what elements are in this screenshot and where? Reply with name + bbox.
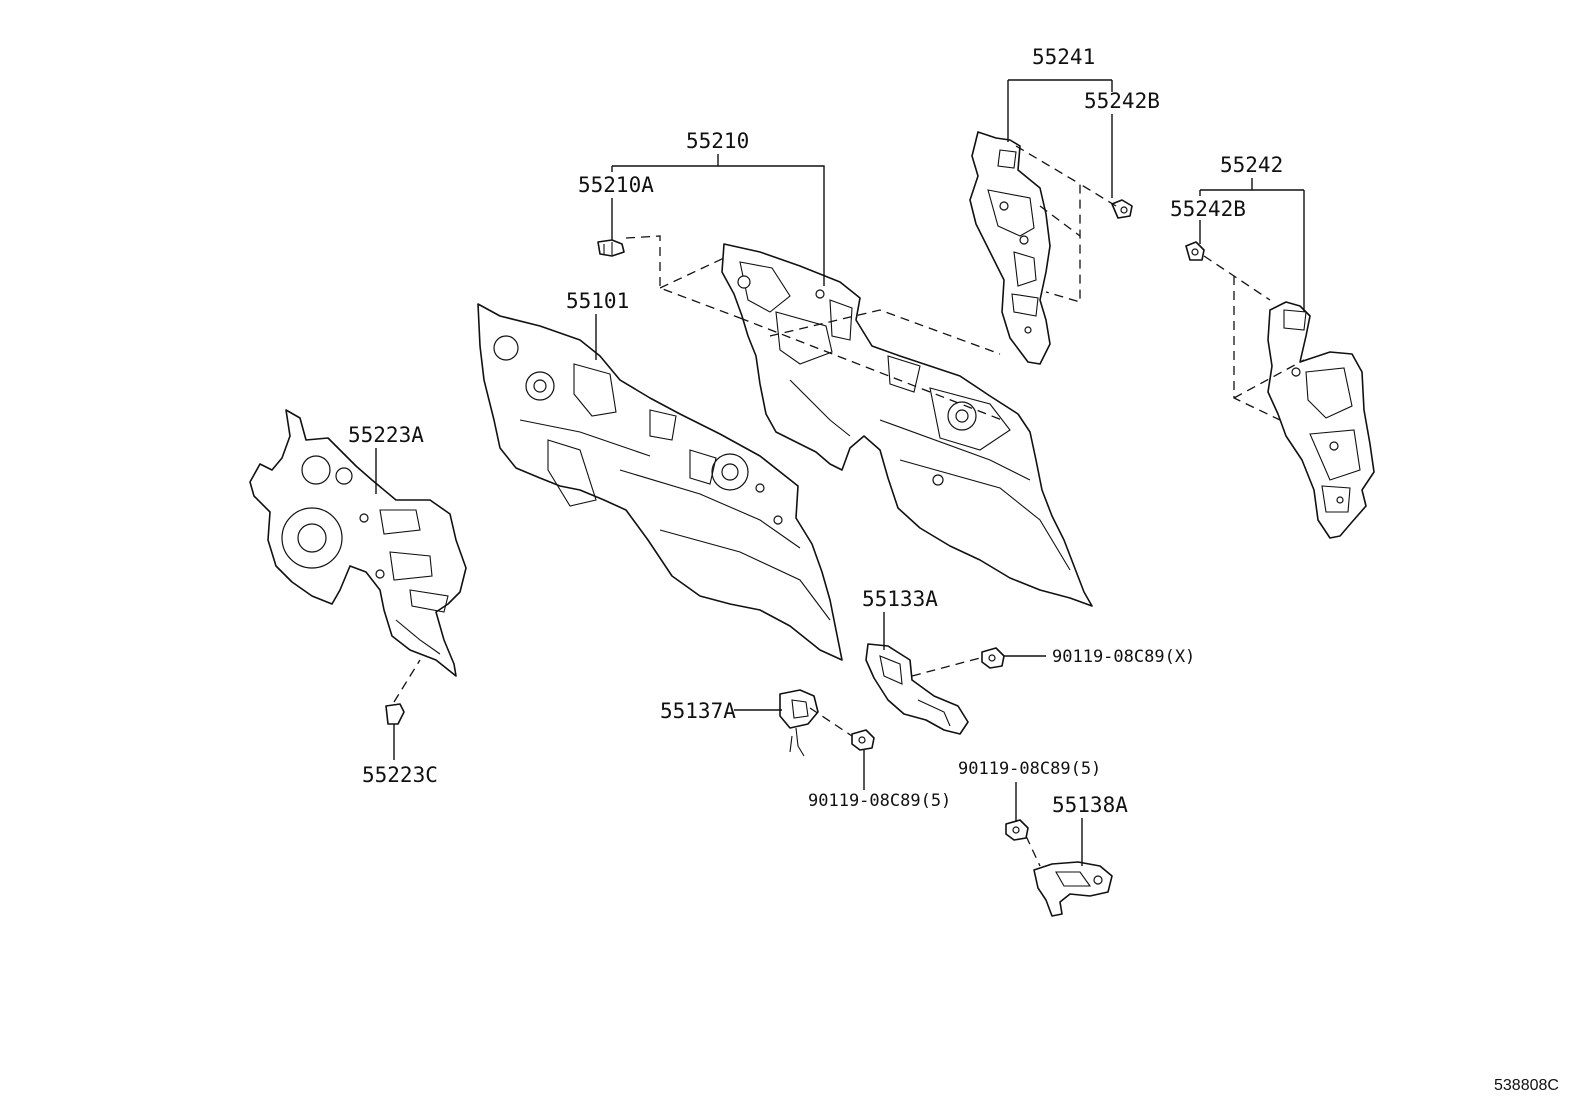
label-55242: 55242 bbox=[1220, 153, 1283, 177]
label-55101: 55101 bbox=[566, 289, 629, 313]
label-55242B-top: 55242B bbox=[1084, 89, 1160, 113]
label-90119-5-left: 90119-08C89(5) bbox=[808, 791, 951, 811]
dashed-assembly-lines bbox=[393, 145, 1305, 867]
label-90119-5-right: 90119-08C89(5) bbox=[958, 759, 1101, 779]
part-55223A-panel bbox=[249, 409, 467, 677]
label-90119-X: 90119-08C89(X) bbox=[1052, 647, 1195, 667]
reference-code: 538808C bbox=[1494, 1077, 1559, 1094]
label-55210: 55210 bbox=[686, 129, 749, 153]
label-55137A: 55137A bbox=[660, 699, 736, 723]
clip-55210A bbox=[597, 239, 625, 257]
label-55210A: 55210A bbox=[578, 173, 654, 197]
clip-55242B-right bbox=[1185, 241, 1205, 261]
bolt-90119-5-right bbox=[1005, 819, 1029, 841]
part-55210-panel bbox=[721, 243, 1093, 607]
label-55242B-right: 55242B bbox=[1170, 197, 1246, 221]
bolt-90119-5-left bbox=[851, 729, 875, 751]
label-55223C: 55223C bbox=[362, 763, 438, 787]
label-55133A: 55133A bbox=[862, 587, 938, 611]
part-55138A-bracket bbox=[1033, 861, 1113, 917]
part-55101-panel bbox=[477, 303, 843, 661]
part-55241-bracket bbox=[969, 131, 1051, 365]
clip-55223C bbox=[385, 703, 405, 725]
part-55133A-bracket bbox=[865, 643, 969, 735]
leader-lines bbox=[375, 79, 1305, 866]
part-55242-bracket bbox=[1267, 301, 1375, 539]
label-55138A: 55138A bbox=[1052, 793, 1128, 817]
part-55137A-bracket bbox=[779, 689, 819, 757]
label-55241: 55241 bbox=[1032, 45, 1095, 69]
clip-55242B-top bbox=[1111, 199, 1133, 219]
label-55223A: 55223A bbox=[348, 423, 424, 447]
bolt-90119-X bbox=[981, 647, 1005, 669]
